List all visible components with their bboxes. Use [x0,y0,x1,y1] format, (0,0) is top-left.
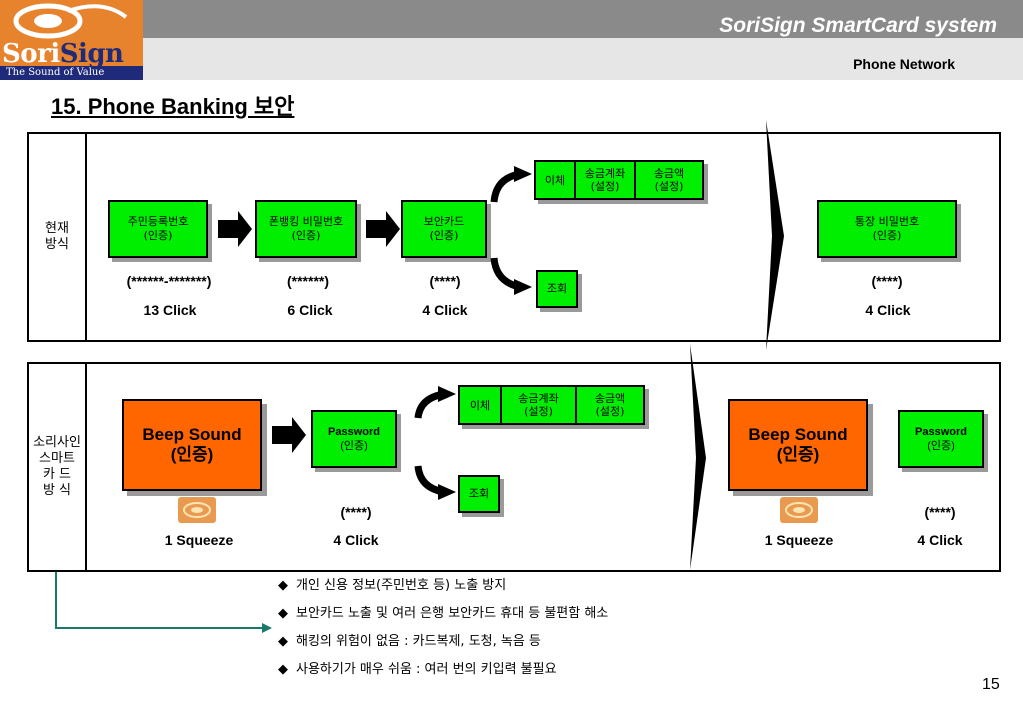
phonebanking-clicks: 6 Click [287,302,333,318]
inquiry-box-current: 조회 [536,270,578,308]
bullet-connector-arrowhead-icon [262,623,272,633]
bullet-connector-line [55,572,262,629]
smartcard-chip-icon [780,497,818,523]
smartcard-chip-icon [178,497,216,523]
smartcard-method-label-cell: 소리사인 스마트 카 드 방 식 [29,364,87,570]
current-method-label: 현재 방식 [45,221,69,252]
system-title: SoriSign SmartCard system [719,14,997,37]
password-title-1: Password [328,426,380,438]
password-title-2: Password [915,426,967,438]
subheader-bar [0,38,1023,80]
beep-2-squeeze: 1 Squeeze [764,532,834,548]
benefit-item: ◆보안카드 노출 및 여러 은행 보안카드 휴대 등 불편함 해소 [278,604,608,632]
password-box-2: Password (인증) [898,410,984,468]
security-card-clicks: 4 Click [422,302,468,318]
page-number: 15 [982,676,1000,693]
section-subtitle: Phone Network [853,56,955,72]
logo-swirl-icon [13,3,128,39]
benefits-list: ◆개인 신용 정보(주민번호 등) 노출 방지 ◆보안카드 노출 및 여러 은행… [278,576,608,688]
smartcard-method-label: 소리사인 스마트 카 드 방 식 [33,435,81,498]
password-sub-2: (인증) [927,440,955,452]
right-arrow-icon [272,417,306,453]
recipient-account-cell: 송금계좌 (설정) [574,160,636,200]
phonebanking-password-box: 폰뱅킹 비밀번호 (인증) [255,200,357,258]
diamond-bullet-icon: ◆ [278,662,288,677]
transfer-cell: 이체 [534,160,576,200]
benefit-item: ◆해킹의 위험이 없음 : 카드복제, 도청, 녹음 등 [278,632,608,660]
security-card-code: (****) [429,273,461,289]
sorisign-logo: SoriSign The Sound of Value [0,0,143,80]
benefit-item: ◆개인 신용 정보(주민번호 등) 노출 방지 [278,576,608,604]
password-code-1: (****) [340,504,372,520]
current-method-label-cell: 현재 방식 [29,134,87,340]
recipient-account-cell: 송금계좌 (설정) [500,385,577,425]
phonebanking-code: (******) [286,273,329,289]
beep-1-squeeze: 1 Squeeze [164,532,234,548]
diamond-bullet-icon: ◆ [278,578,288,593]
beep-sound-box-1: Beep Sound (인증) [122,399,262,491]
tall-chevron-icon [766,120,784,350]
password-1-clicks: 4 Click [333,532,379,548]
security-card-box: 보안카드 (인증) [401,200,487,258]
tall-chevron-icon [690,344,706,570]
resident-number-code: (******-*******) [126,273,212,289]
inquiry-box-smartcard: 조회 [458,475,500,513]
logo-wordmark: SoriSign [2,39,124,69]
password-box-1: Password (인증) [311,410,397,468]
diamond-bullet-icon: ◆ [278,634,288,649]
beep-sound-box-2: Beep Sound (인증) [728,399,868,491]
password-2-clicks: 4 Click [917,532,963,548]
password-sub-1: (인증) [340,440,368,452]
header-bar [0,0,1023,38]
transfer-cell: 이체 [458,385,502,425]
resident-number-clicks: 13 Click [143,302,197,318]
right-arrow-icon [366,211,400,247]
transfer-table-smartcard: 이체 송금계좌 (설정) 송금액 (설정) [458,385,645,425]
account-password-code: (****) [871,273,903,289]
right-arrow-icon [218,211,252,247]
page-title: 15. Phone Banking 보안 [51,94,295,119]
benefit-item: ◆사용하기가 매우 쉬움 : 여러 번의 키입력 불필요 [278,660,608,688]
transfer-table-current: 이체 송금계좌 (설정) 송금액 (설정) [534,160,704,200]
logo-tagline: The Sound of Value [0,66,143,80]
resident-number-box: 주민등록번호 (인증) [108,200,208,258]
amount-cell: 송금액 (설정) [575,385,645,425]
password-code-2: (****) [924,504,956,520]
amount-cell: 송금액 (설정) [634,160,704,200]
account-password-clicks: 4 Click [865,302,911,318]
diamond-bullet-icon: ◆ [278,606,288,621]
account-password-box: 통장 비밀번호 (인증) [817,200,957,258]
